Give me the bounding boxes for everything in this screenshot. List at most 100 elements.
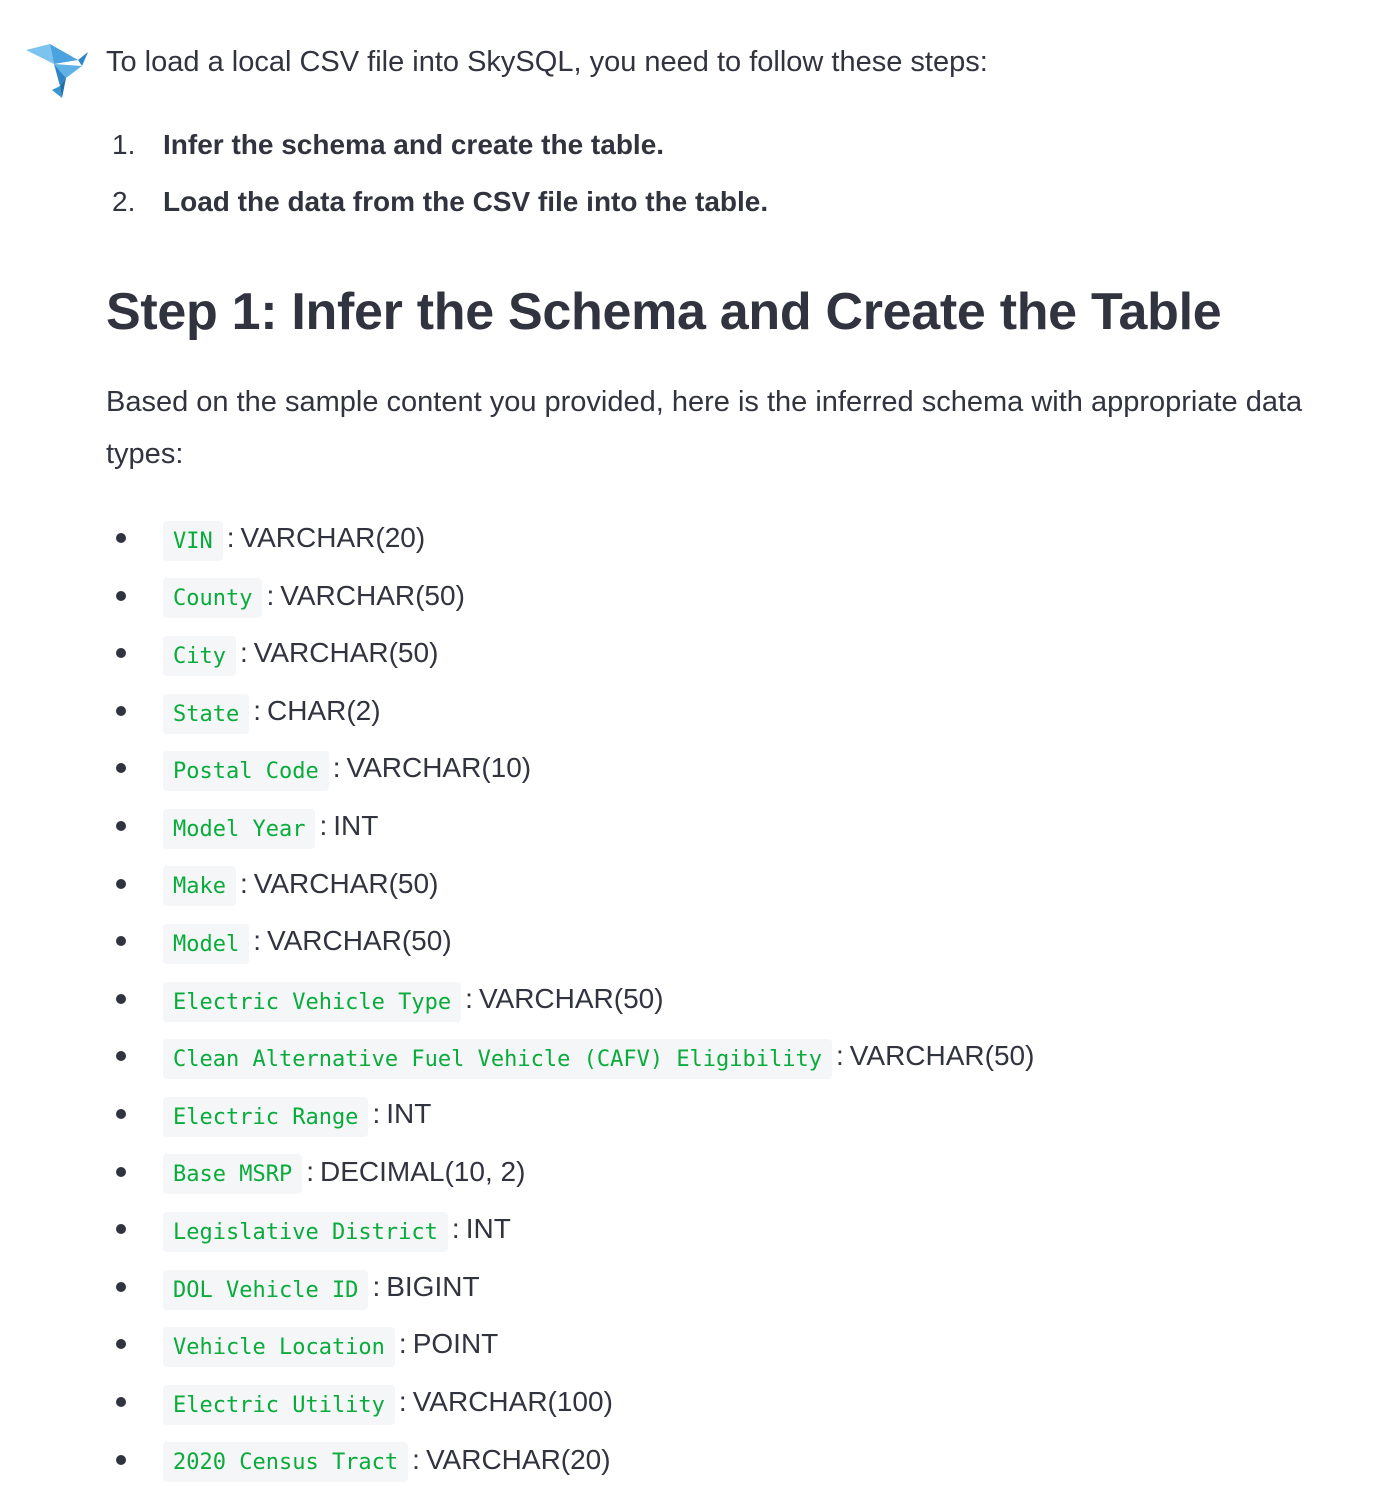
type-separator: : — [306, 1155, 314, 1187]
column-name-code: State — [163, 693, 250, 734]
schema-list-item: Legislative District:INT — [106, 1200, 1356, 1258]
step-number: 1. — [112, 129, 136, 160]
column-data-type: VARCHAR(20) — [240, 522, 426, 553]
schema-row: City:VARCHAR(50) — [163, 624, 438, 682]
column-data-type: VARCHAR(50) — [478, 982, 664, 1014]
schema-row: Model:VARCHAR(50) — [163, 912, 452, 970]
bullet-icon — [116, 820, 126, 831]
bullet-icon — [116, 763, 126, 774]
column-name-code: Postal Code — [163, 751, 329, 792]
type-separator: : — [372, 1097, 381, 1129]
schema-list-item: County:VARCHAR(50) — [106, 567, 1356, 625]
bullet-icon — [116, 1224, 126, 1235]
column-name-code: County — [163, 578, 263, 619]
schema-row: Base MSRP:DECIMAL(10, 2) — [163, 1143, 525, 1201]
column-data-type: POINT — [412, 1328, 499, 1360]
type-separator: : — [465, 982, 473, 1014]
schema-list-item: State:CHAR(2) — [106, 682, 1356, 740]
type-separator: : — [836, 1040, 844, 1072]
schema-row: Vehicle Location:POINT — [163, 1315, 498, 1373]
column-name-code: Legislative District — [163, 1211, 448, 1252]
schema-row: 2020 Census Tract:VARCHAR(20) — [163, 1431, 611, 1489]
schema-row: Model Year:INT — [163, 797, 378, 855]
schema-row: Postal Code:VARCHAR(10) — [163, 739, 531, 797]
bullet-icon — [116, 590, 126, 601]
section-heading: Step 1: Infer the Schema and Create the … — [106, 283, 1222, 341]
column-name-code: Electric Utility — [163, 1384, 395, 1425]
type-separator: : — [319, 809, 328, 841]
assistant-intro-text: To load a local CSV file into SkySQL, yo… — [106, 46, 988, 78]
type-separator: : — [266, 579, 275, 611]
column-name-code: Make — [163, 866, 236, 907]
column-name-code: Electric Vehicle Type — [163, 981, 462, 1022]
origami-bird-icon — [26, 44, 88, 98]
schema-list-item: Postal Code:VARCHAR(10) — [106, 739, 1356, 797]
type-separator: : — [398, 1385, 407, 1417]
schema-list-item: Model Year:INT — [106, 797, 1356, 855]
schema-list-item: DOL Vehicle ID:BIGINT — [106, 1258, 1356, 1316]
bullet-icon — [116, 993, 126, 1004]
column-name-code: 2020 Census Tract — [163, 1442, 409, 1483]
column-name-code: Vehicle Location — [163, 1327, 395, 1368]
schema-list-item: City:VARCHAR(50) — [106, 624, 1356, 682]
type-separator: : — [412, 1443, 420, 1475]
column-name-code: Model — [163, 923, 250, 964]
type-separator: : — [253, 694, 262, 726]
column-data-type: VARCHAR(50) — [253, 637, 439, 669]
type-separator: : — [332, 752, 341, 784]
bullet-icon — [116, 878, 126, 889]
schema-row: Legislative District:INT — [163, 1200, 511, 1258]
column-data-type: VARCHAR(50) — [253, 867, 439, 899]
step-text: Infer the schema and create the table. — [163, 129, 665, 160]
bullet-icon — [116, 1108, 126, 1119]
bullet-icon — [116, 648, 126, 659]
column-data-type: VARCHAR(10) — [346, 752, 532, 784]
schema-list-item: VIN:VARCHAR(20) — [106, 509, 1356, 567]
column-data-type: VARCHAR(50) — [280, 579, 465, 611]
schema-list-item: Vehicle Location:POINT — [106, 1315, 1356, 1373]
schema-list-item: Clean Alternative Fuel Vehicle (CAFV) El… — [106, 1027, 1356, 1085]
type-separator: : — [372, 1270, 381, 1302]
type-separator: : — [398, 1328, 407, 1360]
type-separator: : — [239, 867, 248, 899]
column-name-code: DOL Vehicle ID — [163, 1269, 369, 1310]
schema-list: VIN:VARCHAR(20)County:VARCHAR(50)City:VA… — [106, 509, 1356, 1488]
bullet-icon — [116, 1166, 126, 1177]
column-name-code: City — [163, 635, 236, 676]
bullet-icon — [116, 936, 126, 947]
schema-list-item: Make:VARCHAR(50) — [106, 855, 1356, 913]
schema-row: State:CHAR(2) — [163, 682, 381, 740]
column-data-type: BIGINT — [386, 1270, 480, 1302]
column-data-type: VARCHAR(20) — [425, 1443, 611, 1475]
schema-list-item: Electric Utility:VARCHAR(100) — [106, 1373, 1356, 1431]
column-data-type: VARCHAR(50) — [267, 925, 452, 957]
schema-row: Electric Utility:VARCHAR(100) — [163, 1373, 613, 1431]
column-data-type: VARCHAR(50) — [849, 1040, 1035, 1072]
schema-list-item: Electric Vehicle Type:VARCHAR(50) — [106, 970, 1356, 1028]
bullet-icon — [116, 1281, 126, 1292]
column-name-code: Clean Alternative Fuel Vehicle (CAFV) El… — [163, 1039, 833, 1080]
column-data-type: CHAR(2) — [267, 694, 381, 726]
schema-row: DOL Vehicle ID:BIGINT — [163, 1258, 480, 1316]
steps-list: 1. Infer the schema and create the table… — [106, 122, 1306, 236]
bullet-icon — [116, 1339, 126, 1350]
column-name-code: VIN — [163, 520, 223, 561]
step-text: Load the data from the CSV file into the… — [163, 186, 769, 217]
column-data-type: DECIMAL(10, 2) — [320, 1155, 526, 1187]
schema-list-item: Electric Range:INT — [106, 1085, 1356, 1143]
schema-list-item: Model:VARCHAR(50) — [106, 912, 1356, 970]
type-separator: : — [253, 925, 262, 957]
column-data-type: INT — [465, 1213, 511, 1245]
column-data-type: INT — [386, 1097, 432, 1129]
type-separator: : — [239, 637, 248, 669]
schema-row: Make:VARCHAR(50) — [163, 855, 438, 913]
column-name-code: Base MSRP — [163, 1154, 303, 1195]
type-separator: : — [226, 522, 235, 553]
schema-row: County:VARCHAR(50) — [163, 567, 465, 625]
bullet-icon — [116, 1396, 126, 1407]
column-name-code: Electric Range — [163, 1096, 369, 1137]
type-separator: : — [451, 1213, 460, 1245]
schema-row: VIN:VARCHAR(20) — [163, 509, 425, 567]
schema-list-item: 2020 Census Tract:VARCHAR(20) — [106, 1431, 1356, 1489]
schema-row: Clean Alternative Fuel Vehicle (CAFV) El… — [163, 1027, 1034, 1085]
